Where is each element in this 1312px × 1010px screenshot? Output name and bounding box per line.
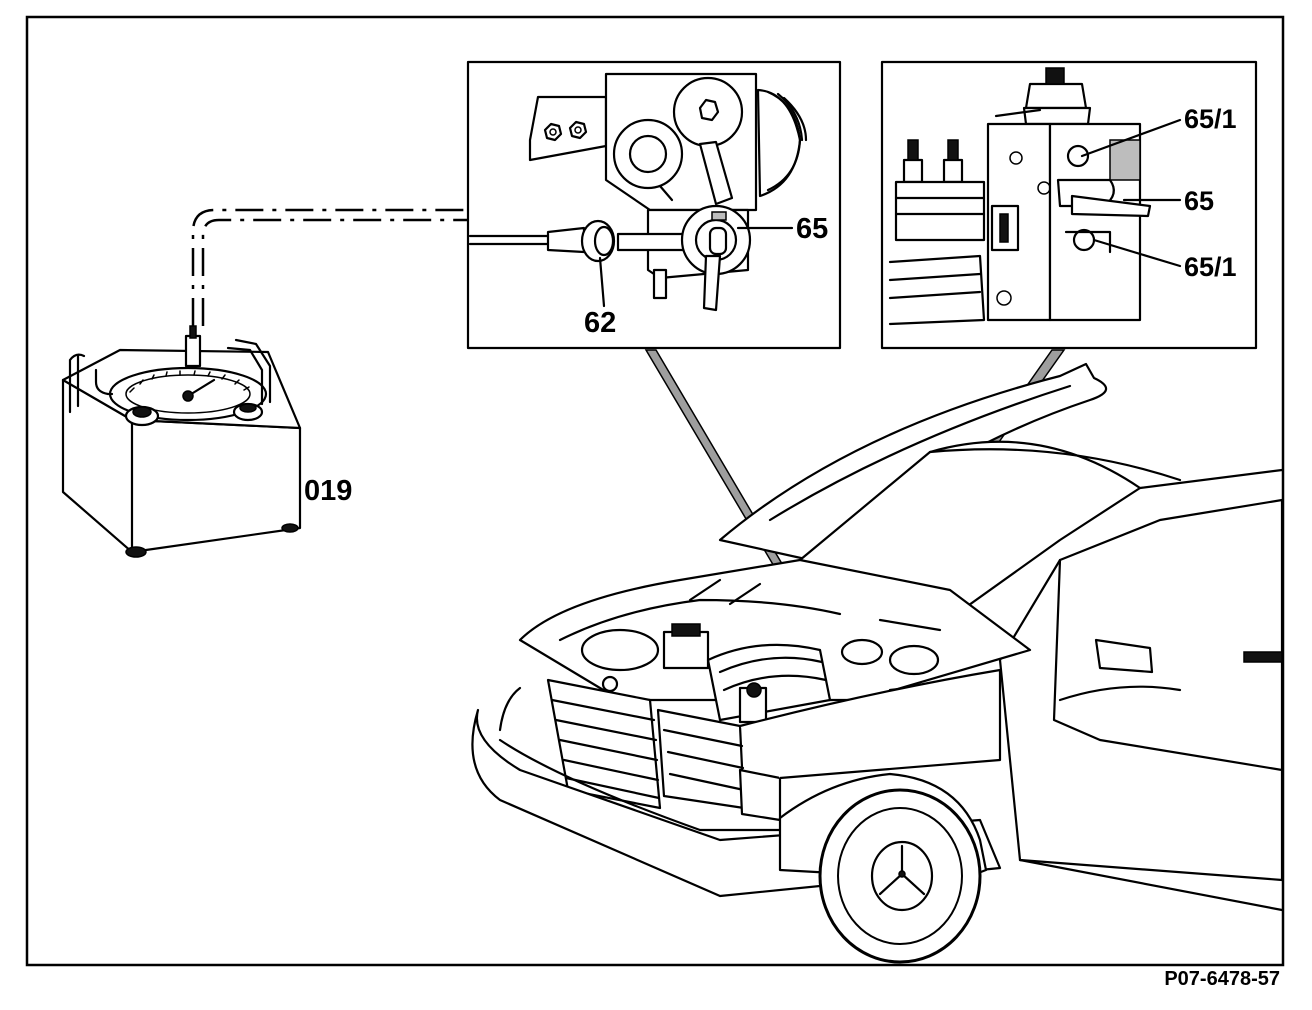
- label-left-65: 65: [796, 213, 828, 245]
- outer-frame: [25, 15, 1285, 967]
- vacuum-tester-019: [61, 325, 302, 558]
- label-left-62: 62: [584, 307, 616, 339]
- leader-right-651-bottom: [1092, 238, 1182, 268]
- label-tester-019: 019: [304, 475, 352, 507]
- car-engine-bay: [471, 362, 1284, 964]
- leader-left-62: [598, 256, 606, 308]
- inset-left: [466, 60, 842, 350]
- inset-right: [880, 60, 1258, 350]
- figure-ref: P07-6478-57: [1164, 968, 1280, 990]
- vacuum-hose: [191, 208, 546, 326]
- label-right-651-top: 65/1: [1184, 104, 1237, 134]
- leader-right-651-top: [1080, 118, 1182, 158]
- label-right-651-bottom: 65/1: [1184, 252, 1237, 282]
- label-right-65: 65: [1184, 186, 1214, 216]
